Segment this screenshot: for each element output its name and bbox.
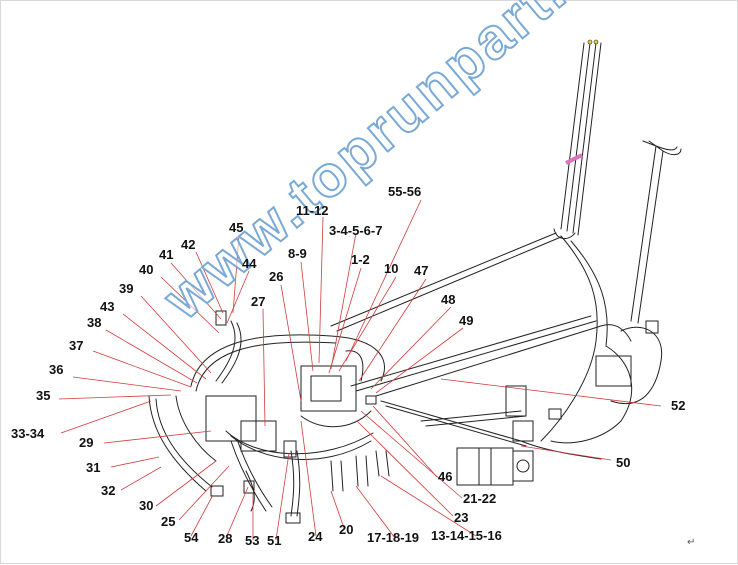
- label-11-12: 11-12: [296, 203, 329, 218]
- label-52: 52: [671, 398, 686, 413]
- label-8-9: 8-9: [288, 246, 307, 261]
- label-23: 23: [454, 510, 469, 525]
- label-53: 53: [245, 533, 260, 548]
- label-48: 48: [441, 292, 456, 307]
- label-3-4-5-6-7: 3-4-5-6-7: [329, 223, 383, 238]
- label-31: 31: [86, 460, 101, 475]
- pink-band: [565, 153, 583, 165]
- label-35: 35: [36, 388, 51, 403]
- label-45: 45: [229, 220, 244, 235]
- label-41: 41: [159, 247, 174, 262]
- label-27: 27: [251, 294, 266, 309]
- label-47: 47: [414, 263, 429, 278]
- label-17-18-19: 17-18-19: [367, 530, 420, 545]
- label-49: 49: [459, 313, 474, 328]
- label-33-34: 33-34: [11, 426, 45, 441]
- label-28: 28: [218, 531, 233, 546]
- label-54: 54: [184, 530, 199, 545]
- label-38: 38: [87, 315, 102, 330]
- upper-pipe-bundle: [560, 42, 602, 236]
- label-44: 44: [242, 256, 257, 271]
- leader-lines: [58, 199, 662, 541]
- label-32: 32: [101, 483, 116, 498]
- label-39: 39: [119, 281, 134, 296]
- label-1-2: 1-2: [351, 252, 370, 267]
- label-46: 46: [438, 469, 453, 484]
- label-10: 10: [384, 261, 399, 276]
- label-21-22: 21-22: [463, 491, 497, 506]
- return-mark: ↵: [687, 537, 696, 548]
- label-13-14-15-16: 13-14-15-16: [431, 528, 502, 543]
- label-37: 37: [69, 338, 84, 353]
- label-36: 36: [49, 362, 64, 377]
- label-50: 50: [616, 455, 631, 470]
- label-25: 25: [161, 514, 176, 529]
- label-30: 30: [139, 498, 154, 513]
- label-42: 42: [181, 237, 196, 252]
- label-51: 51: [267, 533, 282, 548]
- label-20: 20: [339, 522, 354, 537]
- label-40: 40: [139, 262, 154, 277]
- label-29: 29: [79, 435, 94, 450]
- label-43: 43: [100, 299, 115, 314]
- label-26: 26: [269, 269, 284, 284]
- label-55-56: 55-56: [388, 184, 422, 199]
- label-24: 24: [308, 529, 323, 544]
